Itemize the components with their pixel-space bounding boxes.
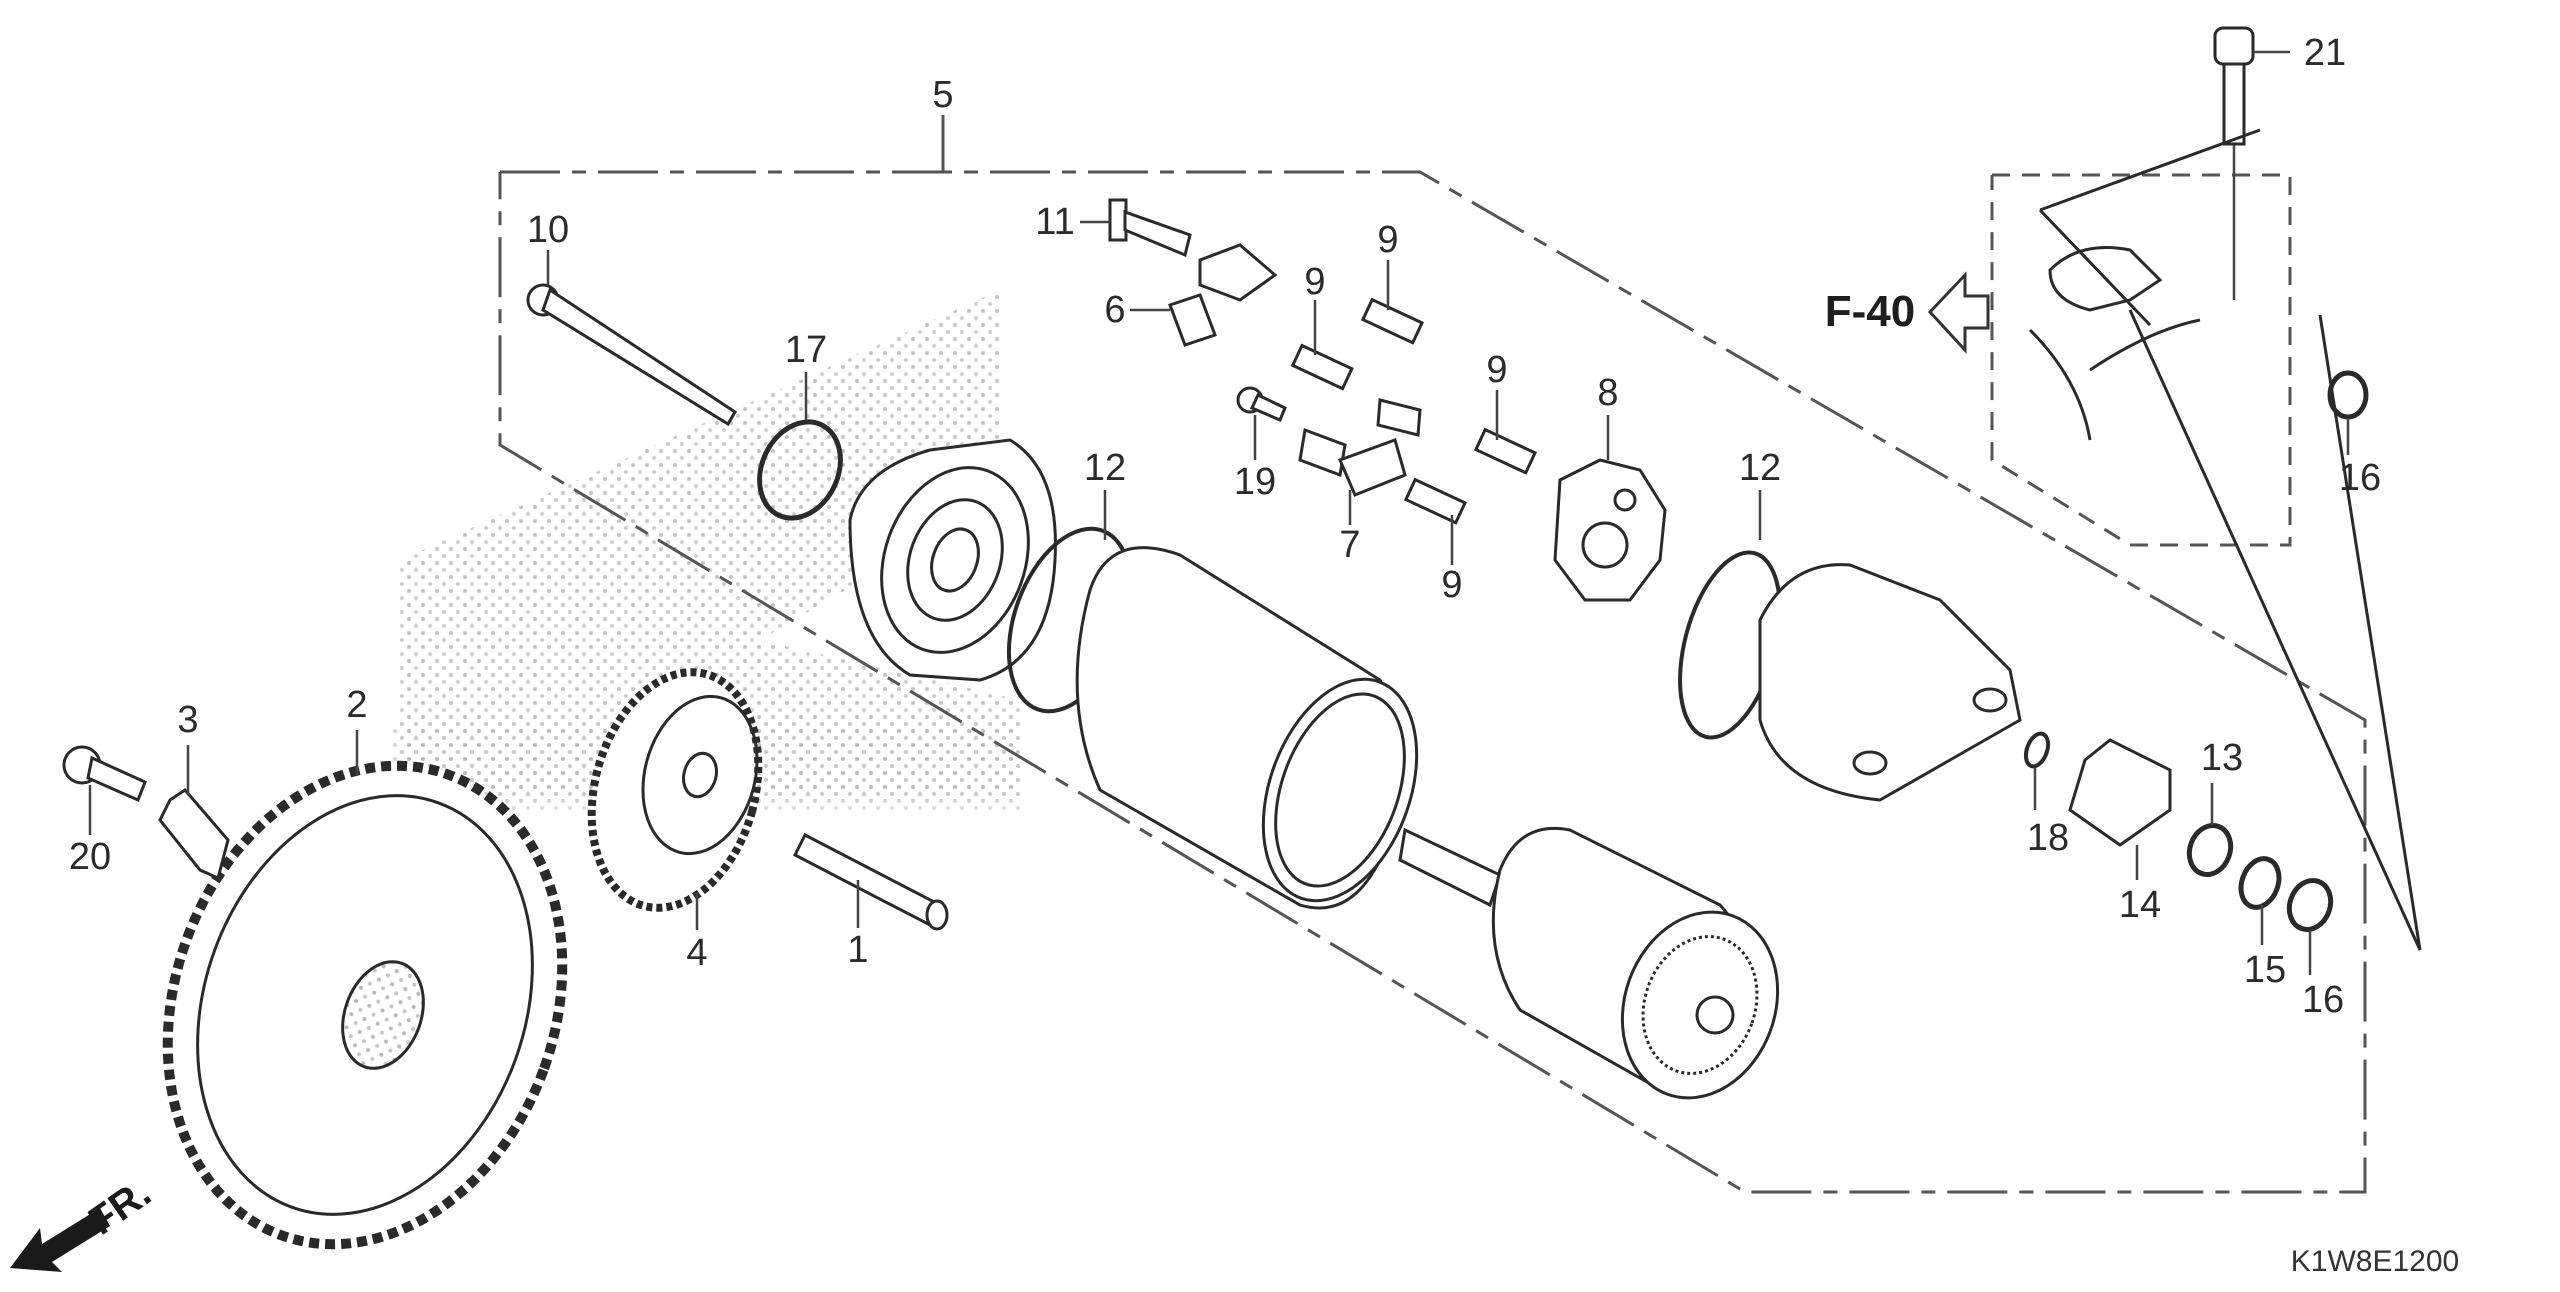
callout-16: 16: [2338, 457, 2382, 499]
callout-20: 20: [68, 836, 112, 878]
brush-springs: [1290, 297, 1538, 525]
long-bolt-10: [526, 283, 738, 427]
diagram-reference-code: K1W8E1200: [2290, 1245, 2460, 1278]
brush-plate-8: [1553, 458, 1667, 602]
front-cover: [848, 438, 1057, 682]
callout-19: 19: [1233, 461, 1277, 503]
oil-seal-13: [2186, 823, 2234, 877]
assembly-5-outline: [498, 170, 2367, 1194]
callout-10: 10: [526, 209, 570, 251]
o-ring-17: [757, 419, 843, 521]
f40-subassembly-box: [1990, 173, 2292, 547]
reduction-gear-4: [587, 668, 763, 912]
callout-9: 9: [1486, 349, 1508, 391]
callout-16: 16: [2301, 979, 2345, 1021]
callout-12: 12: [1738, 447, 1782, 489]
callout-13: 13: [2200, 737, 2244, 779]
terminal-bolt-11: [1108, 198, 1192, 258]
yoke-housing: [1075, 546, 1419, 910]
callout-9: 9: [1304, 261, 1326, 303]
callout-11: 11: [1035, 201, 1075, 243]
callout-4: 4: [686, 932, 708, 974]
bolt-20: [62, 745, 147, 803]
starter-driven-gear-2: [162, 760, 568, 1250]
brush-holder-7: [1298, 398, 1422, 497]
o-ring-18: [2023, 731, 2051, 769]
flange-nut-16-lower: [2286, 878, 2334, 932]
callout-6: 6: [1104, 289, 1126, 331]
callout-17: 17: [784, 329, 828, 371]
starter-cable-terminal: [2028, 128, 2422, 951]
flange-nut-16-upper: [2327, 370, 2369, 420]
callout-1: 1: [847, 929, 869, 971]
callout-5: 5: [932, 74, 954, 116]
shaft-1: [792, 832, 949, 931]
callout-15: 15: [2243, 949, 2287, 991]
callout-9: 9: [1441, 564, 1463, 606]
callout-8: 8: [1597, 372, 1619, 414]
rear-cover: [1758, 563, 2022, 802]
callout-9: 9: [1377, 219, 1399, 261]
washer-15: [2238, 856, 2282, 910]
callout-12: 12: [1083, 447, 1127, 489]
front-arrow-icon: [10, 1208, 110, 1272]
callout-7: 7: [1339, 524, 1361, 566]
setting-plate-3: [158, 788, 230, 881]
armature: [1398, 826, 1780, 1100]
brush-holder-6: [1168, 243, 1278, 347]
screw-19: [1236, 386, 1287, 422]
insulator-14: [2068, 738, 2172, 847]
callout-18: 18: [2026, 817, 2070, 859]
callout-3: 3: [177, 699, 199, 741]
callout-21: 21: [2303, 32, 2347, 74]
flange-bolt-21: [2213, 26, 2255, 146]
callout-2: 2: [346, 684, 368, 726]
callout-14: 14: [2118, 884, 2162, 926]
f40-arrow-icon: [1927, 271, 1990, 354]
cross-reference-link[interactable]: F-40: [1824, 287, 1916, 336]
